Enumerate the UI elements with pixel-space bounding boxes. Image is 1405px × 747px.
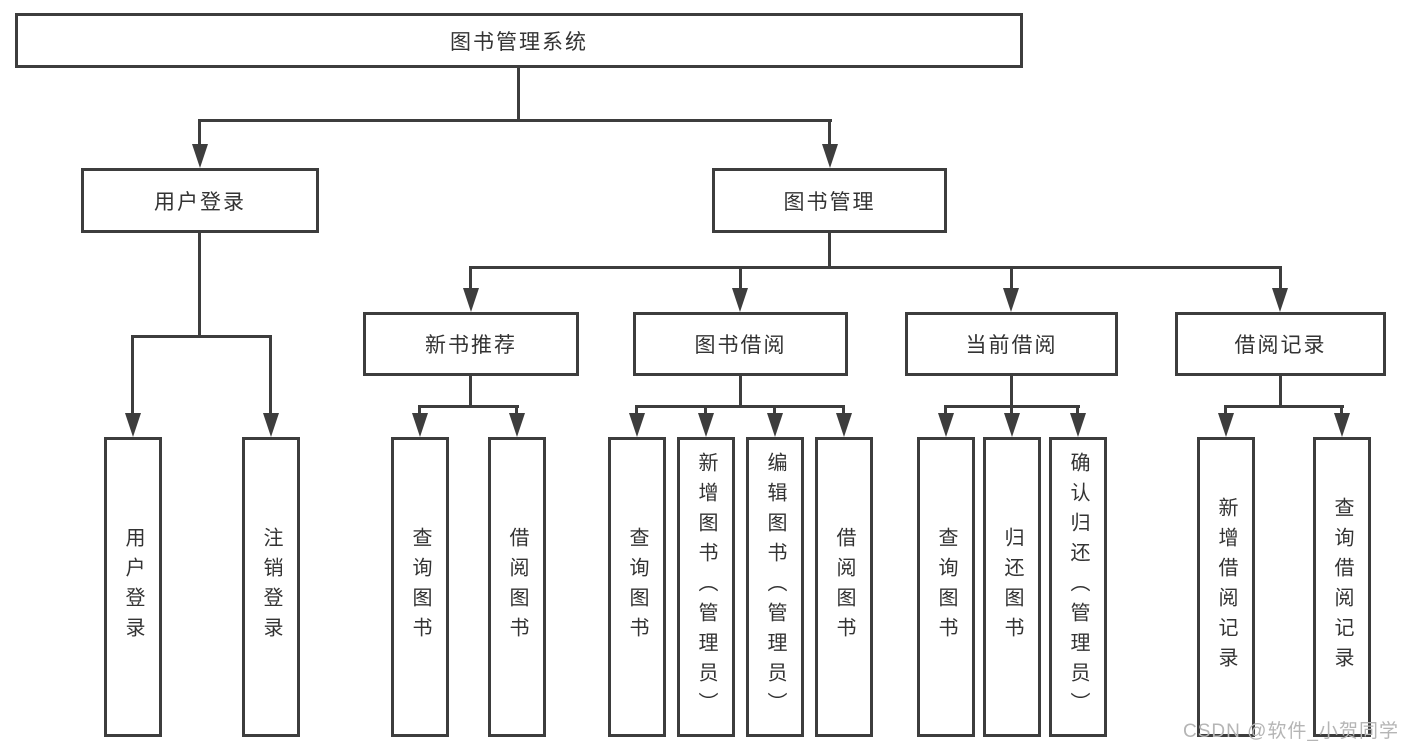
connector-vline bbox=[131, 335, 134, 413]
connector-vline bbox=[1279, 266, 1282, 292]
node-book-borrowing-label: 图书借阅 bbox=[694, 334, 787, 357]
leaf-query-books-borrowing: 查询图书 bbox=[608, 437, 666, 737]
arrowhead-down-icon bbox=[698, 413, 714, 437]
arrowhead-down-icon bbox=[629, 413, 645, 437]
connector-hline bbox=[418, 405, 519, 408]
arrowhead-down-icon bbox=[1218, 413, 1234, 437]
leaf-logout: 注销登录 bbox=[242, 437, 300, 737]
connector-vline bbox=[842, 405, 845, 417]
connector-vline bbox=[828, 119, 831, 147]
node-current-borrowing-label: 当前借阅 bbox=[965, 334, 1058, 357]
leaf-query-books-current: 查询图书 bbox=[917, 437, 975, 737]
connector-vline bbox=[739, 266, 742, 292]
connector-vline bbox=[469, 266, 472, 292]
arrowhead-down-icon bbox=[1272, 288, 1288, 312]
arrowhead-down-icon bbox=[263, 413, 279, 437]
leaf-logout-label: 注销登录 bbox=[260, 527, 282, 647]
leaf-add-books-admin: 新增图书（管理员） bbox=[677, 437, 735, 737]
leaf-borrow-books-recommend-label: 借阅图书 bbox=[506, 527, 528, 647]
arrowhead-down-icon bbox=[822, 144, 838, 168]
leaf-query-borrow-record: 查询借阅记录 bbox=[1313, 437, 1371, 737]
connector-vline bbox=[1224, 405, 1227, 417]
node-root: 图书管理系统 bbox=[15, 13, 1023, 68]
leaf-add-books-admin-label: 新增图书（管理员） bbox=[695, 452, 717, 722]
arrowhead-down-icon bbox=[1070, 413, 1086, 437]
connector-vline bbox=[1010, 405, 1013, 417]
node-new-book-recommend-label: 新书推荐 bbox=[425, 334, 517, 357]
arrowhead-down-icon bbox=[836, 413, 852, 437]
leaf-return-books-label: 归还图书 bbox=[1001, 527, 1023, 647]
csdn-watermark: CSDN @软件_小贺同学 bbox=[1183, 721, 1399, 742]
connector-vline bbox=[704, 405, 707, 417]
connector-hline bbox=[469, 266, 1282, 269]
leaf-confirm-return-admin-label: 确认归还（管理员） bbox=[1067, 452, 1089, 722]
connector-hline bbox=[635, 405, 845, 408]
connector-vline bbox=[198, 119, 201, 147]
connector-vline bbox=[828, 231, 831, 269]
arrowhead-down-icon bbox=[767, 413, 783, 437]
connector-vline bbox=[944, 405, 947, 417]
arrowhead-down-icon bbox=[509, 413, 525, 437]
connector-hline bbox=[1224, 405, 1344, 408]
connector-vline bbox=[1010, 374, 1013, 408]
arrowhead-down-icon bbox=[1004, 413, 1020, 437]
connector-hline bbox=[198, 119, 832, 122]
connector-vline bbox=[269, 335, 272, 413]
node-root-label: 图书管理系统 bbox=[450, 30, 588, 54]
leaf-edit-books-admin-label: 编辑图书（管理员） bbox=[764, 452, 786, 722]
leaf-borrow-books-borrowing-label: 借阅图书 bbox=[833, 527, 855, 647]
arrowhead-down-icon bbox=[938, 413, 954, 437]
leaf-query-borrow-record-label: 查询借阅记录 bbox=[1331, 497, 1353, 677]
arrowhead-down-icon bbox=[125, 413, 141, 437]
node-new-book-recommend: 新书推荐 bbox=[363, 312, 579, 376]
arrowhead-down-icon bbox=[1334, 413, 1350, 437]
leaf-user-login-label: 用户登录 bbox=[122, 527, 144, 647]
leaf-confirm-return-admin: 确认归还（管理员） bbox=[1049, 437, 1107, 737]
leaf-query-books-current-label: 查询图书 bbox=[935, 527, 957, 647]
connector-vline bbox=[198, 231, 201, 337]
connector-vline bbox=[773, 405, 776, 417]
node-borrowing-records: 借阅记录 bbox=[1175, 312, 1386, 376]
node-book-borrowing: 图书借阅 bbox=[633, 312, 848, 376]
node-book-management-label: 图书管理 bbox=[783, 190, 876, 214]
leaf-add-borrow-record-label: 新增借阅记录 bbox=[1215, 497, 1237, 677]
leaf-borrow-books-recommend: 借阅图书 bbox=[488, 437, 546, 737]
node-borrowing-records-label: 借阅记录 bbox=[1234, 334, 1327, 357]
arrowhead-down-icon bbox=[412, 413, 428, 437]
leaf-add-borrow-record: 新增借阅记录 bbox=[1197, 437, 1255, 737]
leaf-query-books-recommend-label: 查询图书 bbox=[409, 527, 431, 647]
node-user-login-branch: 用户登录 bbox=[81, 168, 319, 233]
connector-vline bbox=[635, 405, 638, 417]
connector-vline bbox=[1076, 405, 1079, 417]
arrowhead-down-icon bbox=[463, 288, 479, 312]
connector-vline bbox=[515, 405, 518, 417]
connector-vline bbox=[739, 374, 742, 408]
leaf-query-books-recommend: 查询图书 bbox=[391, 437, 449, 737]
connector-hline bbox=[131, 335, 272, 338]
connector-vline bbox=[418, 405, 421, 417]
leaf-return-books: 归还图书 bbox=[983, 437, 1041, 737]
arrowhead-down-icon bbox=[192, 144, 208, 168]
connector-vline bbox=[469, 374, 472, 408]
connector-vline bbox=[1010, 266, 1013, 292]
arrowhead-down-icon bbox=[732, 288, 748, 312]
connector-vline bbox=[1279, 374, 1282, 408]
connector-vline bbox=[1340, 405, 1343, 417]
leaf-edit-books-admin: 编辑图书（管理员） bbox=[746, 437, 804, 737]
node-current-borrowing: 当前借阅 bbox=[905, 312, 1118, 376]
arrowhead-down-icon bbox=[1003, 288, 1019, 312]
node-book-management: 图书管理 bbox=[712, 168, 947, 233]
leaf-user-login: 用户登录 bbox=[104, 437, 162, 737]
leaf-query-books-borrowing-label: 查询图书 bbox=[626, 527, 648, 647]
node-user-login-branch-label: 用户登录 bbox=[154, 190, 246, 214]
leaf-borrow-books-borrowing: 借阅图书 bbox=[815, 437, 873, 737]
connector-vline bbox=[517, 66, 520, 122]
